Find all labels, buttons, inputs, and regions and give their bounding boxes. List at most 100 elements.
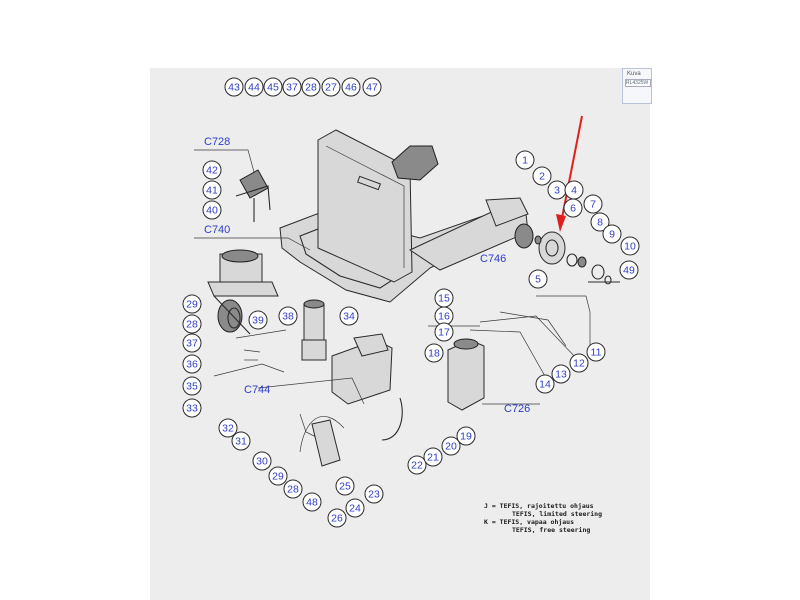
- callout-number: 38: [282, 311, 294, 323]
- callout-number: 39: [252, 315, 264, 327]
- callout-number: 29: [272, 471, 284, 483]
- callout-circle: [218, 418, 238, 438]
- part-callout-31: 31: [231, 431, 251, 451]
- part-callout-2: 2: [532, 166, 552, 186]
- callout-number: 25: [339, 481, 351, 493]
- callout-number: 11: [591, 347, 602, 359]
- callout-number: 31: [235, 436, 247, 448]
- callout-number: 24: [349, 503, 361, 515]
- callout-number: 5: [535, 274, 541, 286]
- callout-circle: [335, 476, 355, 496]
- callout-number: 3: [554, 185, 560, 197]
- callout-circle: [620, 236, 640, 256]
- callout-circle: [423, 447, 443, 467]
- part-callout-13: 13: [551, 364, 571, 384]
- callout-number: 40: [206, 205, 218, 217]
- highlight-arrow: [556, 115, 583, 232]
- callout-number: 37: [286, 82, 298, 94]
- part-callout-27: 27: [321, 77, 341, 97]
- callout-number: 49: [623, 265, 635, 277]
- part-callout-22: 22: [407, 455, 427, 475]
- callout-number: 46: [345, 82, 357, 94]
- callout-number: 34: [343, 311, 355, 323]
- callout-circle: [263, 77, 283, 97]
- callout-number: 19: [460, 431, 472, 443]
- part-callout-28: 28: [182, 314, 202, 334]
- callout-circle: [532, 166, 552, 186]
- callout-number: 28: [287, 484, 299, 496]
- part-callout-36: 36: [182, 354, 202, 374]
- callout-circle: [224, 77, 244, 97]
- part-callout-34: 34: [339, 306, 359, 326]
- callout-circle: [182, 333, 202, 353]
- callout-circle: [182, 354, 202, 374]
- callout-circle: [535, 374, 555, 394]
- part-callout-46: 46: [341, 77, 361, 97]
- callout-circle: [407, 455, 427, 475]
- callout-circle: [182, 294, 202, 314]
- part-callout-48: 48: [302, 492, 322, 512]
- part-callout-35: 35: [182, 376, 202, 396]
- part-callout-24: 24: [345, 498, 365, 518]
- callout-number: 7: [590, 199, 596, 211]
- corner-widget[interactable]: Kuva RL4325W: [622, 68, 652, 104]
- callout-circle: [602, 224, 622, 244]
- callout-number: 44: [248, 82, 260, 94]
- part-callout-21: 21: [423, 447, 443, 467]
- callout-number: 20: [445, 441, 457, 453]
- part-callout-28: 28: [283, 479, 303, 499]
- callout-circle: [551, 364, 571, 384]
- callout-number: 10: [624, 241, 636, 253]
- callout-circle: [563, 198, 583, 218]
- callout-circle: [441, 436, 461, 456]
- part-callout-3: 3: [547, 180, 567, 200]
- callout-circle: [515, 150, 535, 170]
- part-callout-28: 28: [301, 77, 321, 97]
- part-callout-19: 19: [456, 426, 476, 446]
- part-callout-16: 16: [434, 306, 454, 326]
- part-callout-49: 49: [619, 260, 639, 280]
- callout-circle: [244, 77, 264, 97]
- part-callout-29: 29: [268, 466, 288, 486]
- callout-number: 12: [573, 358, 585, 370]
- callout-number: 42: [206, 165, 218, 177]
- callout-circle: [302, 492, 322, 512]
- callout-number: 27: [325, 82, 337, 94]
- callout-circle: [182, 398, 202, 418]
- part-callout-14: 14: [535, 374, 555, 394]
- part-callout-4: 4: [564, 180, 584, 200]
- part-callout-25: 25: [335, 476, 355, 496]
- callout-number: 30: [256, 456, 268, 468]
- callout-number: 15: [438, 293, 450, 305]
- part-callout-37: 37: [182, 333, 202, 353]
- part-callout-42: 42: [202, 160, 222, 180]
- part-callout-39: 39: [248, 310, 268, 330]
- callout-number: 33: [186, 403, 198, 415]
- group-labels: C728 C740 C746 C744 C726: [204, 136, 530, 415]
- callout-number: 21: [427, 452, 439, 464]
- part-callout-45: 45: [263, 77, 283, 97]
- callout-circle: [424, 343, 444, 363]
- callout-number: 9: [609, 229, 615, 241]
- callout-number: 1: [522, 155, 528, 167]
- callout-number: 45: [267, 82, 279, 94]
- callout-circle: [231, 431, 251, 451]
- callout-number: 14: [539, 379, 551, 391]
- part-callout-8: 8: [590, 212, 610, 232]
- part-callout-30: 30: [252, 451, 272, 471]
- group-label-c728: C728: [204, 136, 230, 148]
- part-callout-7: 7: [583, 194, 603, 214]
- callout-number: 41: [206, 185, 218, 197]
- legend-line: K = TEFIS, vapaa ohjaus: [484, 518, 574, 526]
- callout-number: 28: [186, 319, 198, 331]
- corner-widget-field[interactable]: RL4325W: [625, 79, 651, 87]
- callout-circle: [321, 77, 341, 97]
- callout-number: 43: [228, 82, 240, 94]
- callout-circle: [252, 451, 272, 471]
- callout-circle: [569, 353, 589, 373]
- legend-line: J = TEFIS, rajoitettu ohjaus: [484, 502, 594, 510]
- callout-number: 36: [186, 359, 198, 371]
- callout-circle: [456, 426, 476, 446]
- part-callout-26: 26: [327, 508, 347, 528]
